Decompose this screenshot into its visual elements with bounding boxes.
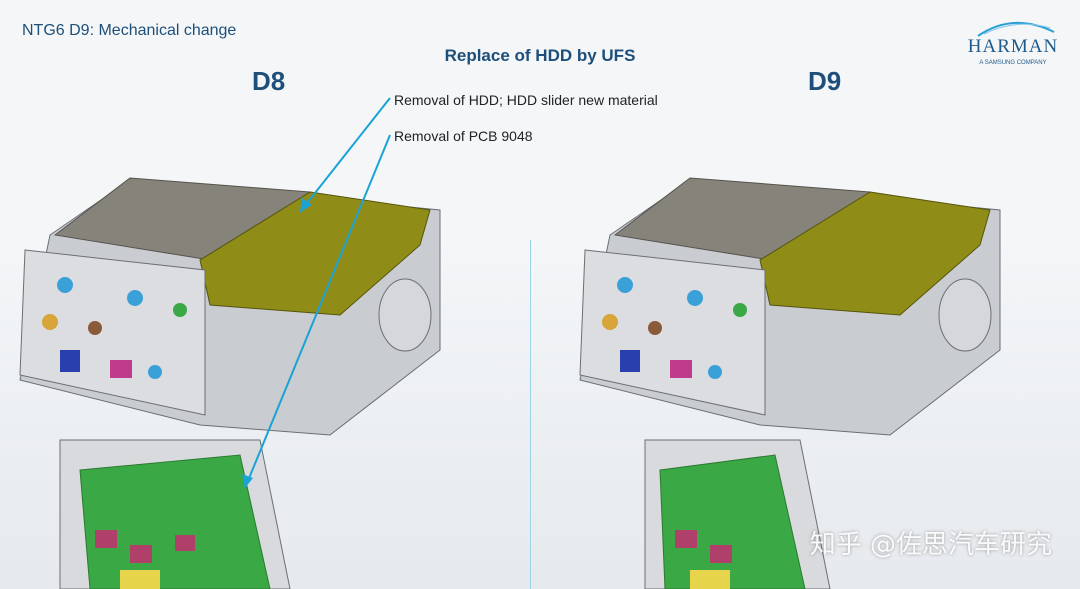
logo-wordmark: HARMAN bbox=[967, 36, 1059, 57]
d8-unit-illustration bbox=[19, 177, 441, 589]
variant-label-d8: D8 bbox=[252, 66, 286, 96]
logo-swoosh-icon bbox=[977, 22, 1055, 37]
harman-logo: HARMAN A SAMSUNG COMPANY bbox=[958, 14, 1068, 74]
arrow-to-pcb-icon bbox=[244, 134, 391, 489]
center-divider bbox=[530, 240, 531, 589]
logo-tagline: A SAMSUNG COMPANY bbox=[979, 60, 1047, 66]
annotation-hdd-removal: Removal of HDD; HDD slider new material bbox=[394, 92, 658, 108]
slide-subtitle: Replace of HDD by UFS bbox=[444, 46, 636, 65]
slide-header-title: NTG6 D9: Mechanical change bbox=[22, 22, 237, 39]
zhihu-watermark: 知乎 @佐思汽车研究 bbox=[809, 530, 1052, 560]
annotation-pcb-removal: Removal of PCB 9048 bbox=[394, 128, 533, 144]
arrow-to-hdd-icon bbox=[299, 97, 391, 213]
d9-unit-illustration bbox=[579, 177, 1001, 589]
variant-label-d9: D9 bbox=[808, 66, 842, 96]
